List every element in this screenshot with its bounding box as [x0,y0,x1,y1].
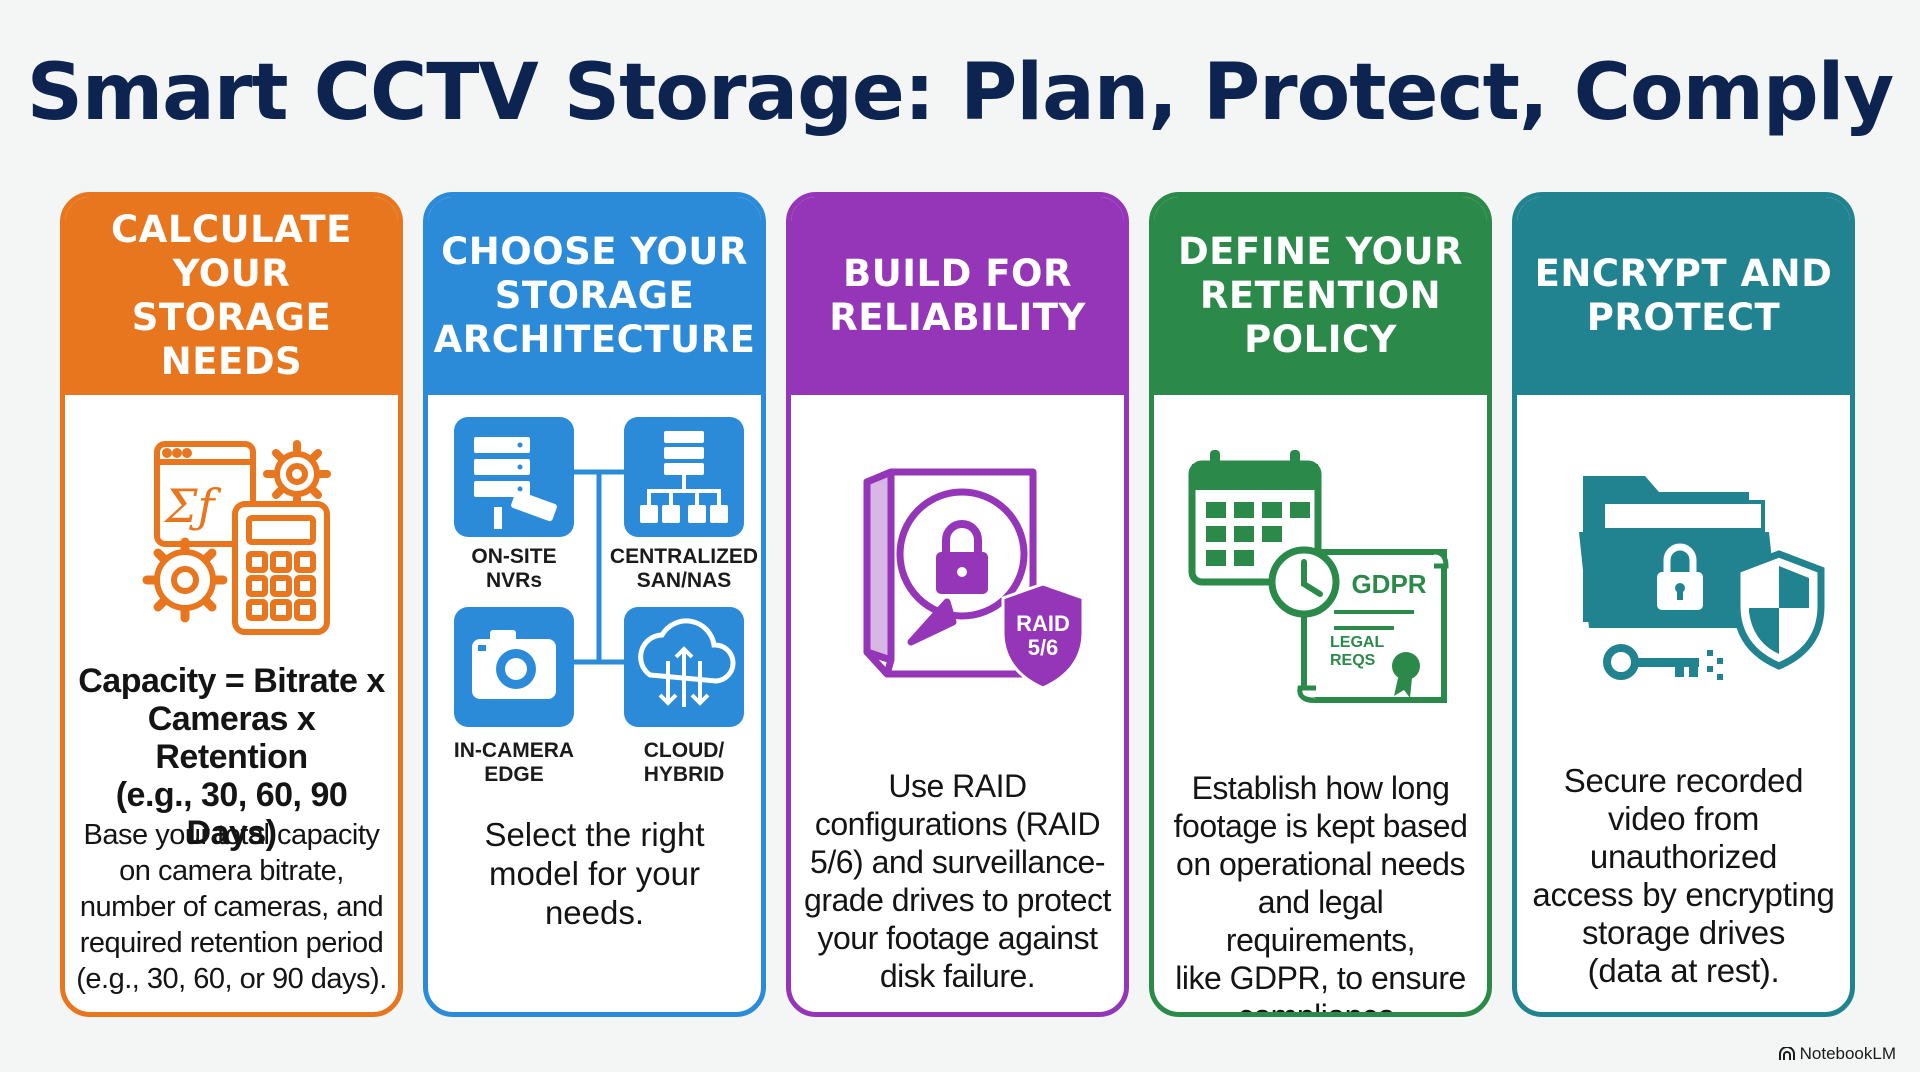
card-heading: BUILD FOR RELIABILITY [791,197,1124,395]
network-storage-icon [624,417,744,537]
card-retention-policy: DEFINE YOUR RETENTION POLICY [1149,192,1492,1017]
card-heading: CHOOSE YOUR STORAGE ARCHITECTURE [428,197,761,395]
page-title: Smart CCTV Storage: Plan, Protect, Compl… [26,48,1895,138]
card-description: Select the right model for your needs. [484,816,705,931]
card-storage-architecture: CHOOSE YOUR STORAGE ARCHITECTURE [423,192,766,1017]
card-heading: CALCULATE YOUR STORAGE NEEDS [65,197,398,395]
card-build-reliability: BUILD FOR RELIABILITY RAID 5/6 Use RAID … [786,192,1129,1017]
legal-reqs-label: LEGAL REQS [1330,634,1385,669]
calendar-clock-document-icon: GDPR LEGAL REQS [1154,442,1487,712]
calendar-icon [1188,450,1322,586]
card-description: Use RAID configurations (RAID 5/6) and s… [804,768,1111,994]
option-on-site-nvrs: ON-SITE NVRs [471,545,557,592]
clock-icon [1268,546,1340,618]
card-heading: DEFINE YOUR RETENTION POLICY [1154,197,1487,395]
gdpr-label: GDPR [1351,569,1427,599]
card-calculate-storage: CALCULATE YOUR STORAGE NEEDS Σƒ [60,192,403,1017]
folder-lock-shield-icon [1517,452,1850,692]
option-cloud-hybrid: CLOUD/ HYBRID [643,739,725,786]
cloud-sync-icon [624,607,744,727]
card-description: Secure recorded video from unauthorized … [1532,762,1835,989]
architecture-diagram: ON-SITE NVRs CENTRALIZED SAN/NAS IN-CAME… [428,417,761,797]
hard-drive-lock-icon: RAID 5/6 [791,452,1124,702]
brand-watermark: NotebookLM [1778,1044,1896,1064]
card-description: Base your total capacity on camera bitra… [76,819,387,995]
card-heading: ENCRYPT AND PROTECT [1517,197,1850,395]
raid-badge: RAID 5/6 [1016,611,1070,660]
notebooklm-logo-icon [1778,1047,1795,1060]
option-centralized-san-nas: CENTRALIZED SAN/NAS [609,545,759,592]
brand-name: NotebookLM [1799,1044,1896,1063]
storage-formula: Capacity = Bitrate x Cameras x Retention… [78,662,385,852]
server-camera-icon [454,417,574,537]
card-encrypt-protect: ENCRYPT AND PROTECT Secure recorded vide… [1512,192,1855,1017]
svg-text:Σƒ: Σƒ [163,479,222,533]
calculator-gear-icon: Σƒ [65,432,398,642]
option-in-camera-edge: IN-CAMERA EDGE [453,739,575,786]
card-description: Establish how long footage is kept based… [1173,770,1468,1017]
camera-icon [454,607,574,727]
